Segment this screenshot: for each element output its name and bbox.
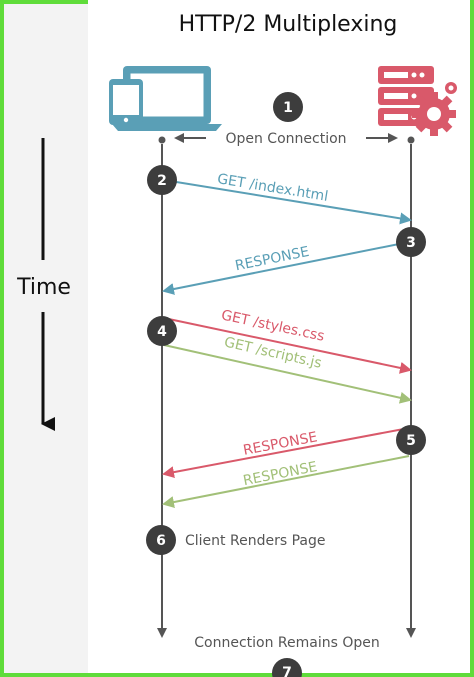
step-4-requests-assets: 4 GET /styles.css GET /scripts.js xyxy=(147,307,412,404)
time-axis: Time xyxy=(16,138,71,431)
step-2-number: 2 xyxy=(157,173,167,189)
server-lifeline xyxy=(406,136,416,638)
client-renders-label: Client Renders Page xyxy=(185,533,325,549)
step-7-number: 7 xyxy=(282,665,292,677)
step-5-responses: 5 RESPONSE RESPONSE xyxy=(162,425,426,508)
step-7-remains-open: Connection Remains Open 7 xyxy=(194,635,380,677)
step-3-response: 3 RESPONSE xyxy=(162,227,426,295)
open-connection-label: Open Connection xyxy=(225,131,346,147)
step-1-number: 1 xyxy=(283,100,293,116)
step-3-number: 3 xyxy=(406,235,416,251)
step-6-render: 6 Client Renders Page xyxy=(146,525,325,555)
diagram-title: HTTP/2 Multiplexing xyxy=(179,12,398,37)
time-label: Time xyxy=(16,275,71,300)
step-6-number: 6 xyxy=(156,533,166,549)
step-4-number: 4 xyxy=(157,324,167,340)
step-2-request-index: 2 GET /index.html xyxy=(147,165,412,225)
connection-remains-label: Connection Remains Open xyxy=(194,635,380,651)
step-1-open-connection: 1 Open Connection xyxy=(174,92,398,147)
step-5-number: 5 xyxy=(406,433,416,449)
devices-icon xyxy=(109,66,222,131)
response-scripts-label: RESPONSE xyxy=(242,459,319,489)
client-lifeline xyxy=(157,136,167,638)
server-gear-icon xyxy=(378,66,457,136)
get-index-label: GET /index.html xyxy=(216,171,329,205)
response-styles-label: RESPONSE xyxy=(242,429,319,459)
